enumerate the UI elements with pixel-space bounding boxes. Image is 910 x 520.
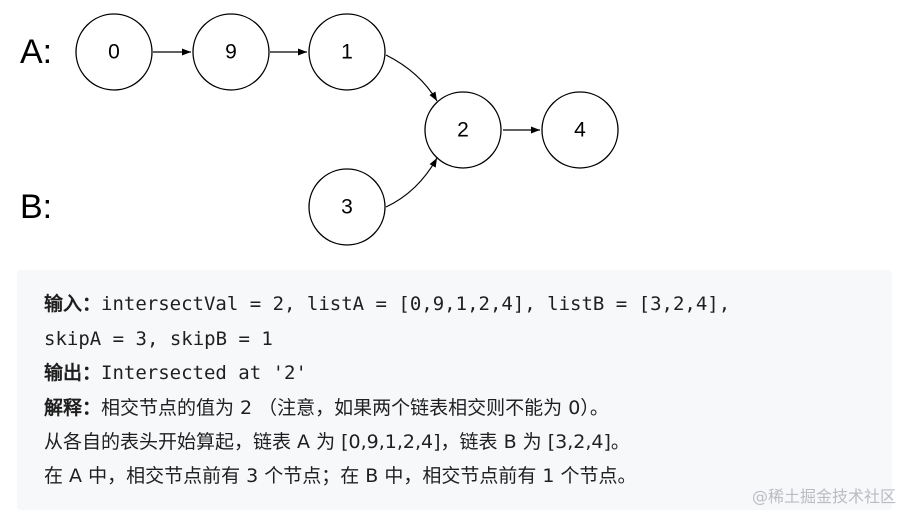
watermark: @稀土掘金技术社区 <box>751 487 896 506</box>
example-block: 输入：intersectVal = 2, listA = [0,9,1,2,4]… <box>17 270 892 510</box>
edge-b0-shared0 <box>385 157 438 208</box>
node-shared1: 4 <box>541 91 619 169</box>
explanation-line-2: 从各自的表头开始算起，链表 A 为 [0,9,1,2,4]，链表 B 为 [3,… <box>44 431 630 453</box>
node-b0-value: 3 <box>341 196 353 219</box>
node-shared0-value: 2 <box>457 119 469 142</box>
edge-a2-shared0 <box>385 54 438 102</box>
explanation-text: 相交节点的值为 2 （注意，如果两个链表相交则不能为 0）。 <box>101 397 609 419</box>
example-input-line: 输入：intersectVal = 2, listA = [0,9,1,2,4]… <box>44 290 730 318</box>
list-b-label: B: <box>20 188 52 226</box>
node-a1: 9 <box>192 13 270 91</box>
example-output-line: 输出：Intersected at '2' <box>44 359 307 387</box>
list-a-label: A: <box>20 33 52 71</box>
example-input-line-2: skipA = 3, skipB = 1 <box>44 325 273 353</box>
node-b0: 3 <box>308 168 386 246</box>
input-text-cont: skipA = 3, skipB = 1 <box>44 328 273 350</box>
output-label: 输出： <box>44 362 102 384</box>
node-a1-value: 9 <box>225 41 237 64</box>
explanation-line-3: 在 A 中，相交节点前有 3 个节点；在 B 中，相交节点前有 1 个节点。 <box>44 465 637 487</box>
node-a2-value: 1 <box>341 41 353 64</box>
node-a0-value: 0 <box>108 41 120 64</box>
node-shared1-value: 4 <box>574 119 586 142</box>
example-explanation-line: 解释：相交节点的值为 2 （注意，如果两个链表相交则不能为 0）。 <box>44 394 609 422</box>
input-text: intersectVal = 2, listA = [0,9,1,2,4], l… <box>101 293 731 315</box>
input-label: 输入： <box>44 293 102 315</box>
node-shared0: 2 <box>424 91 502 169</box>
node-a0: 0 <box>75 13 153 91</box>
node-a2: 1 <box>308 13 386 91</box>
explanation-label: 解释： <box>44 397 102 419</box>
linked-list-diagram: A: B: 0 9 1 2 4 3 <box>20 13 619 246</box>
output-text: Intersected at '2' <box>101 362 307 384</box>
